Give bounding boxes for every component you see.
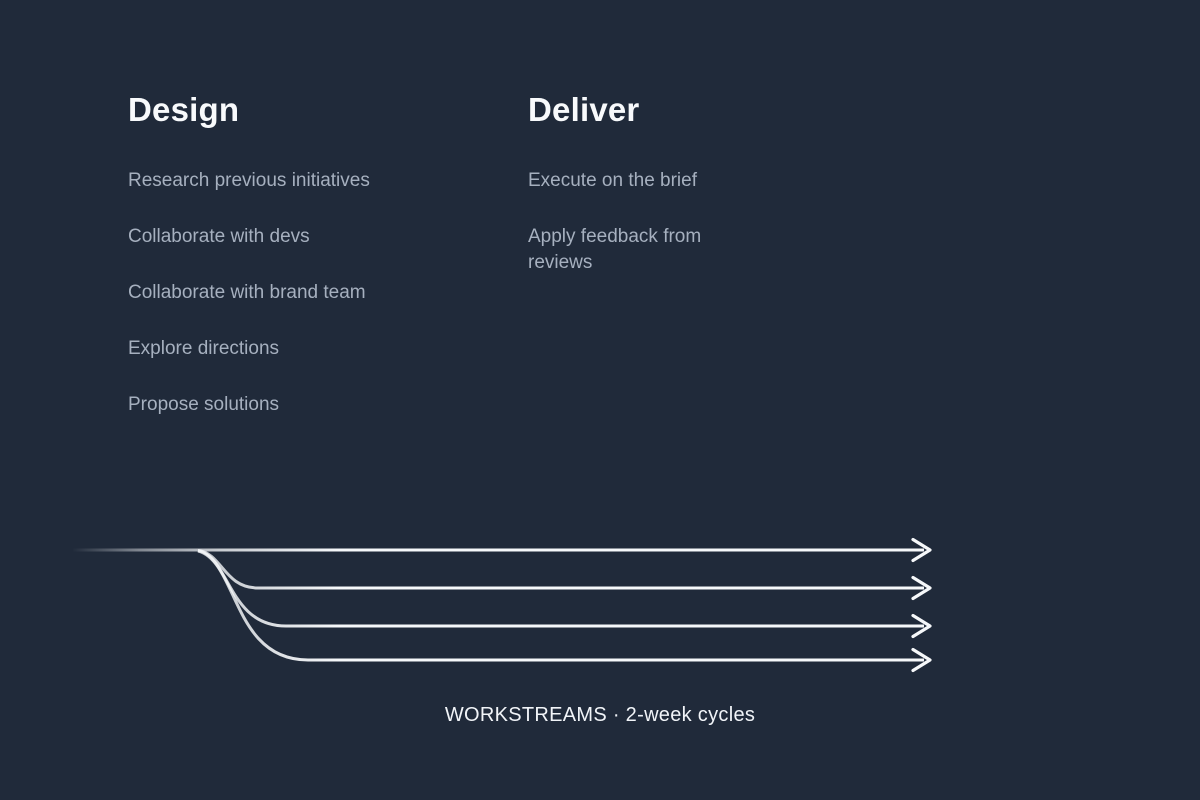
deliver-item-list: Execute on the brief Apply feedback from… [528, 168, 768, 276]
stream-line-3 [197, 549, 924, 628]
deliver-item: Apply feedback from reviews [528, 226, 702, 273]
design-item: Collaborate with brand team [128, 282, 366, 303]
stream-line-2 [197, 549, 924, 590]
arrowhead-icon [911, 613, 932, 639]
arrowhead-icon [911, 537, 932, 563]
design-item: Propose solutions [128, 394, 280, 415]
deliver-heading: Deliver [528, 91, 640, 128]
stream-line-4 [197, 549, 924, 662]
deliver-item: Execute on the brief [528, 170, 697, 191]
design-item: Explore directions [128, 338, 280, 359]
design-item: Research previous initiatives [128, 170, 370, 191]
design-item: Collaborate with devs [128, 226, 310, 247]
arrowhead-icon [911, 575, 932, 601]
deliver-column: Deliver Execute on the brief Apply feedb… [528, 90, 768, 306]
design-column: Design Research previous initiatives Col… [128, 90, 386, 448]
diagram-caption: WORKSTREAMS · 2-week cycles [444, 704, 756, 726]
design-item-list: Research previous initiatives Collaborat… [128, 168, 386, 418]
arrowhead-icon [911, 647, 932, 673]
design-heading: Design [128, 91, 240, 128]
